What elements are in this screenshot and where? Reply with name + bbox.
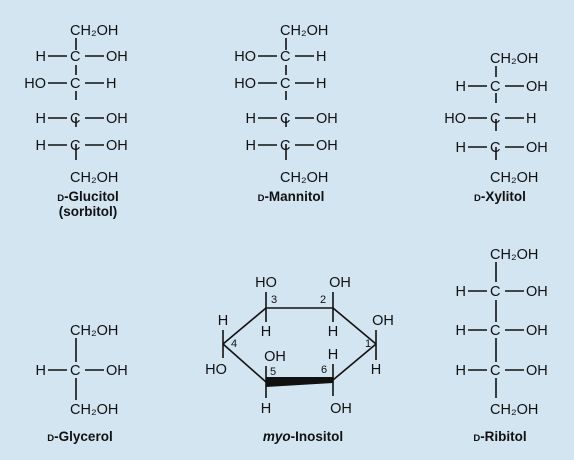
mannitol-left-group: HO [234, 49, 256, 65]
glycerol-right-group: OH [106, 363, 128, 379]
inositol-c1-upper-group: OH [372, 313, 394, 329]
glucitol-carbon: C [70, 76, 80, 92]
ring-number-2: 2 [320, 294, 326, 306]
mannitol-carbon: C [280, 49, 290, 65]
glycerol-top-group: CH₂OH [70, 323, 118, 339]
glucitol-carbon: C [70, 138, 80, 154]
inositol-c3-upper-group: HO [255, 275, 277, 291]
ribitol-left-group: H [456, 323, 466, 339]
xylitol-left-group: H [456, 140, 466, 156]
mannitol-carbon: C [280, 111, 290, 127]
glucitol-structure: CH₂OH C C C C H OH HO H H OH H OH CH₂OH … [24, 23, 128, 219]
ring-bold-front-edge [266, 377, 333, 387]
mannitol-right-group: H [316, 76, 326, 92]
xylitol-left-group: H [456, 79, 466, 95]
glucitol-carbon: C [70, 49, 80, 65]
ribitol-right-group: OH [526, 363, 548, 379]
mannitol-bottom-group: CH₂OH [280, 170, 328, 186]
xylitol-right-group: OH [526, 79, 548, 95]
ribitol-right-group: OH [526, 284, 548, 300]
mannitol-right-group: H [316, 49, 326, 65]
ring-number-3: 3 [271, 294, 277, 306]
xylitol-carbon: C [490, 79, 500, 95]
glucitol-left-group: H [36, 111, 46, 127]
xylitol-label: D-Xylitol [474, 189, 526, 204]
xylitol-right-group: H [526, 111, 536, 127]
ribitol-carbon: C [490, 323, 500, 339]
ribitol-structure: CH₂OH C C C H OH H OH H OH CH₂OH D-Ribit… [456, 247, 548, 444]
mannitol-label: D-Mannitol [258, 189, 325, 204]
inositol-c2-upper-group: OH [329, 275, 351, 291]
ribitol-label: D-Ribitol [473, 429, 526, 444]
inositol-c6-upper-group: H [328, 347, 338, 363]
glucitol-right-group: OH [106, 49, 128, 65]
ribitol-top-group: CH₂OH [490, 247, 538, 263]
mannitol-carbon: C [280, 76, 290, 92]
inositol-c3-lower-group: H [261, 324, 271, 340]
glucitol-left-group: H [36, 49, 46, 65]
inositol-c1-lower-group: H [371, 362, 381, 378]
inositol-c6-lower-group: OH [330, 401, 352, 417]
inositol-c2-lower-group: H [328, 324, 338, 340]
glucitol-label: D-Glucitol [57, 189, 119, 204]
ring-number-5: 5 [270, 366, 276, 378]
glucitol-bottom-group: CH₂OH [70, 170, 118, 186]
glucitol-left-group: H [36, 138, 46, 154]
inositol-c5-upper-group: OH [264, 349, 286, 365]
glucitol-top-group: CH₂OH [70, 23, 118, 39]
xylitol-right-group: OH [526, 140, 548, 156]
glucitol-right-group: OH [106, 111, 128, 127]
mannitol-left-group: H [246, 111, 256, 127]
glucitol-carbon: C [70, 111, 80, 127]
xylitol-structure: CH₂OH C C C H OH HO H H OH CH₂OH D-Xylit… [444, 51, 548, 204]
ribitol-carbon: C [490, 363, 500, 379]
inositol-label: myo-Inositol [263, 429, 343, 444]
glycerol-bottom-group: CH₂OH [70, 402, 118, 418]
inositol-c5-lower-group: H [261, 401, 271, 417]
mannitol-right-group: OH [316, 111, 338, 127]
glucitol-right-group: H [106, 76, 116, 92]
inositol-c4-lower-group: HO [205, 362, 227, 378]
ring-number-6: 6 [321, 364, 327, 376]
glycerol-label: D-Glycerol [47, 429, 112, 444]
ribitol-right-group: OH [526, 323, 548, 339]
mannitol-structure: CH₂OH C C C C HO H HO H H OH H OH CH₂OH … [234, 23, 338, 204]
glycerol-left-group: H [36, 363, 46, 379]
glucitol-subtitle: (sorbitol) [59, 204, 118, 219]
ribitol-carbon: C [490, 284, 500, 300]
glucitol-right-group: OH [106, 138, 128, 154]
mannitol-right-group: OH [316, 138, 338, 154]
mannitol-carbon: C [280, 138, 290, 154]
xylitol-top-group: CH₂OH [490, 51, 538, 67]
mannitol-left-group: H [246, 138, 256, 154]
ring-number-4: 4 [231, 338, 237, 350]
glycerol-structure: CH₂OH C H OH CH₂OH D-Glycerol [36, 323, 128, 444]
ring-number-1: 1 [365, 338, 371, 350]
xylitol-carbon: C [490, 111, 500, 127]
xylitol-carbon: C [490, 140, 500, 156]
xylitol-left-group: HO [444, 111, 466, 127]
xylitol-bottom-group: CH₂OH [490, 170, 538, 186]
glycerol-carbon: C [70, 363, 80, 379]
mannitol-top-group: CH₂OH [280, 23, 328, 39]
ribitol-left-group: H [456, 284, 466, 300]
mannitol-left-group: HO [234, 76, 256, 92]
inositol-structure: HO H OH H OH H H HO OH H H OH 1 2 3 4 5 … [205, 275, 394, 444]
ribitol-left-group: H [456, 363, 466, 379]
inositol-c4-upper-group: H [218, 313, 228, 329]
ribitol-bottom-group: CH₂OH [490, 402, 538, 418]
glucitol-left-group: HO [24, 76, 46, 92]
